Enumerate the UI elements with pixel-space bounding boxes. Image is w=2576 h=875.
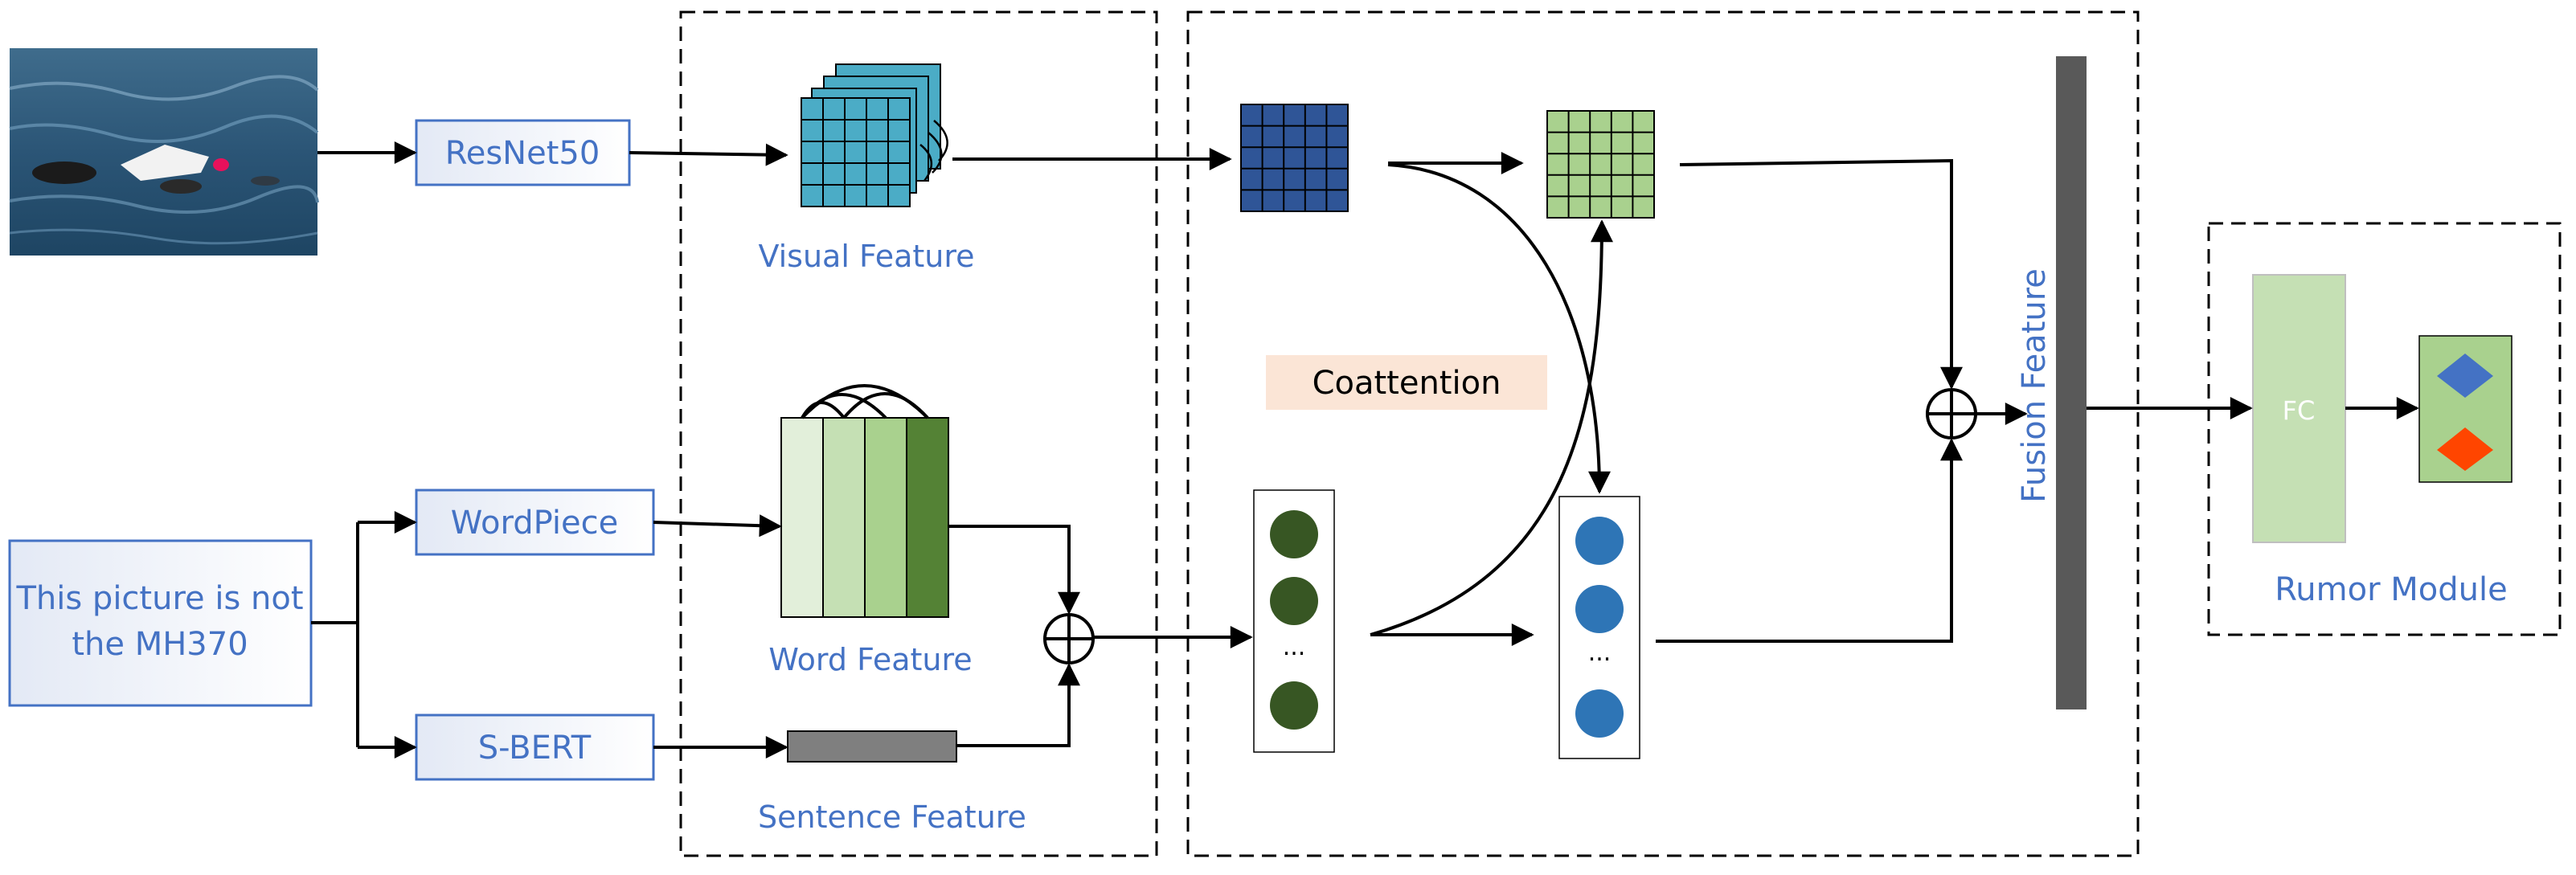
navy-feature-grid	[1240, 104, 1349, 212]
sbert-box: S-BERT	[415, 713, 655, 781]
wordpiece-label: WordPiece	[451, 505, 618, 542]
arrow-navy-blue-curve	[1387, 163, 1611, 494]
sbert-label: S-BERT	[478, 730, 592, 767]
input-text-box: This picture is not the MH370	[8, 539, 313, 707]
input-text-line2: the MH370	[72, 626, 248, 663]
resnet50-label: ResNet50	[445, 135, 600, 172]
fusion-plus-node	[1926, 388, 1977, 440]
sentence-feature-label: Sentence Feature	[758, 799, 1026, 835]
ellipsis-green: ...	[1283, 633, 1306, 661]
green-feature-grid	[1546, 110, 1655, 219]
fc-label: FC	[2283, 395, 2316, 426]
ellipsis-blue: ...	[1588, 639, 1612, 667]
fusion-feature-label: Fusion Feature	[2016, 268, 2053, 503]
fusion-feature-bar	[2056, 56, 2087, 709]
red-diamond-icon	[2437, 427, 2493, 471]
rumor-module-region	[2207, 222, 2562, 636]
wordpiece-box: WordPiece	[415, 489, 655, 556]
arrow-resnet-visual	[629, 143, 788, 166]
arrow-green-fusion	[1679, 158, 1963, 390]
arrow-blue-fusion	[1656, 438, 1963, 643]
rumor-module-label: Rumor Module	[2275, 571, 2507, 608]
sentence-feature-bar	[787, 730, 957, 763]
output-block	[2418, 335, 2513, 483]
blue-diamond-icon	[2437, 354, 2493, 398]
coattention-region	[1186, 10, 2140, 857]
input-text-line1: This picture is not	[15, 580, 303, 617]
concat-plus-node	[1043, 613, 1095, 664]
connectors	[311, 141, 2419, 758]
arrow-word-plus	[948, 525, 1080, 615]
dark-green-circle-column: ...	[1253, 489, 1335, 753]
arrow-wordpiece-word	[653, 514, 782, 538]
blue-circle-column: ...	[1558, 496, 1640, 759]
arrow-circles-green-curve	[1370, 219, 1613, 636]
arrow-sentence-plus	[956, 663, 1080, 747]
coattention-box: Coattention	[1266, 355, 1547, 410]
feature-extraction-region	[679, 10, 1158, 857]
input-image	[9, 48, 319, 256]
word-feature-label: Word Feature	[768, 642, 972, 677]
coattention-label: Coattention	[1313, 365, 1501, 402]
word-feature-block	[780, 384, 949, 618]
visual-feature-label: Visual Feature	[758, 239, 974, 274]
resnet50-box: ResNet50	[415, 119, 631, 186]
visual-feature-stack	[801, 63, 948, 207]
fc-block: FC	[2252, 274, 2346, 543]
